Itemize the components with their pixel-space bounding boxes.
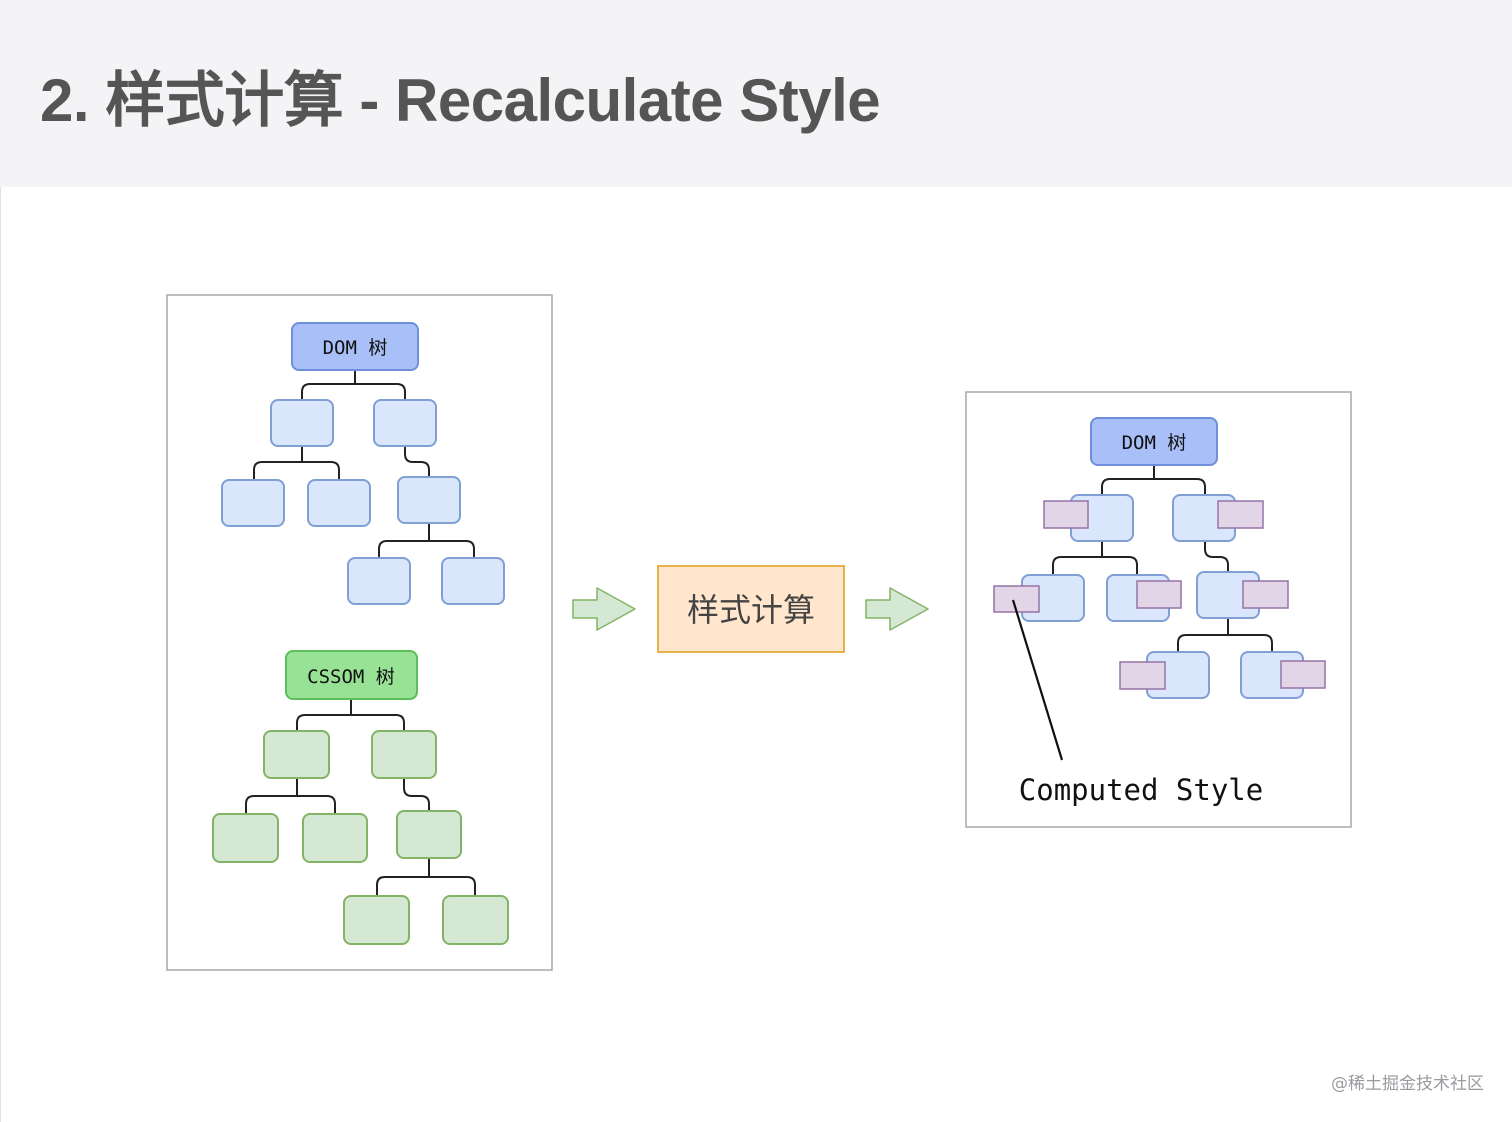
dom-edge-right xyxy=(404,446,430,477)
dom-edge-leaf xyxy=(378,523,475,558)
cssom-edge-leaf xyxy=(376,858,476,896)
input-panel: DOM 树 CSSOM 树 xyxy=(166,294,553,971)
process-label: 样式计算 xyxy=(687,591,815,629)
left-border xyxy=(0,187,1,1122)
cssom-node xyxy=(343,895,410,945)
cssom-node xyxy=(212,813,279,863)
dom-root-node xyxy=(291,322,419,371)
cssom-edge-root xyxy=(296,699,405,731)
input-dom-tree-label: DOM 树 xyxy=(323,337,388,359)
cssom-node xyxy=(263,730,330,779)
input-dom-nodes: DOM 树 xyxy=(221,322,505,605)
computed-style-tags xyxy=(993,500,1326,690)
watermark: @稀土掘金技术社区 xyxy=(1331,1074,1484,1094)
dom-edge-left xyxy=(253,446,340,480)
out-edge-root xyxy=(1101,465,1206,495)
cssom-edge-left xyxy=(245,778,336,814)
cssom-root-node xyxy=(285,650,418,700)
input-dom-tree xyxy=(253,370,475,558)
header-bar: 2. 样式计算 - Recalculate Style xyxy=(0,0,1512,187)
out-dom-root-node xyxy=(1090,417,1218,466)
dom-node xyxy=(397,476,461,524)
dom-node xyxy=(221,479,285,527)
dom-node xyxy=(307,479,371,527)
out-edge-leaf xyxy=(1177,618,1273,652)
input-cssom-tree-label: CSSOM 树 xyxy=(307,666,395,688)
computed-style-tag xyxy=(1217,500,1264,529)
computed-style-tag xyxy=(1280,660,1326,689)
flow-arrow-in xyxy=(572,587,636,631)
process-box-frame xyxy=(657,565,845,653)
cssom-node xyxy=(302,813,368,863)
flow-arrow-out xyxy=(865,587,929,631)
computed-style-tag xyxy=(1242,580,1289,609)
computed-style-tag xyxy=(1043,500,1089,529)
out-edge-right xyxy=(1204,541,1229,572)
process-box: 样式计算 xyxy=(657,565,845,653)
output-panel: DOM 树 Computed Style xyxy=(965,391,1352,828)
page-title: 2. 样式计算 - Recalculate Style xyxy=(40,67,881,134)
dom-node xyxy=(270,399,334,447)
computed-style-tag xyxy=(1119,661,1166,690)
dom-node xyxy=(441,557,505,605)
computed-style-label: Computed Style xyxy=(1019,773,1263,807)
computed-style-pointer xyxy=(1011,599,1064,761)
input-cssom-nodes: CSSOM 树 xyxy=(212,650,509,945)
computed-style-tag xyxy=(1136,580,1182,609)
cssom-node xyxy=(396,810,462,859)
input-panel-frame xyxy=(166,294,553,971)
cssom-edge-right xyxy=(403,778,430,811)
output-dom-tree-label: DOM 树 xyxy=(1122,432,1187,454)
dom-edge-root xyxy=(301,370,406,400)
dom-node xyxy=(373,399,437,447)
out-edge-left xyxy=(1052,541,1138,575)
dom-node xyxy=(347,557,411,605)
input-cssom-tree xyxy=(245,699,476,896)
cssom-node xyxy=(442,895,509,945)
cssom-node xyxy=(371,730,437,779)
output-dom-tree xyxy=(1052,465,1273,652)
